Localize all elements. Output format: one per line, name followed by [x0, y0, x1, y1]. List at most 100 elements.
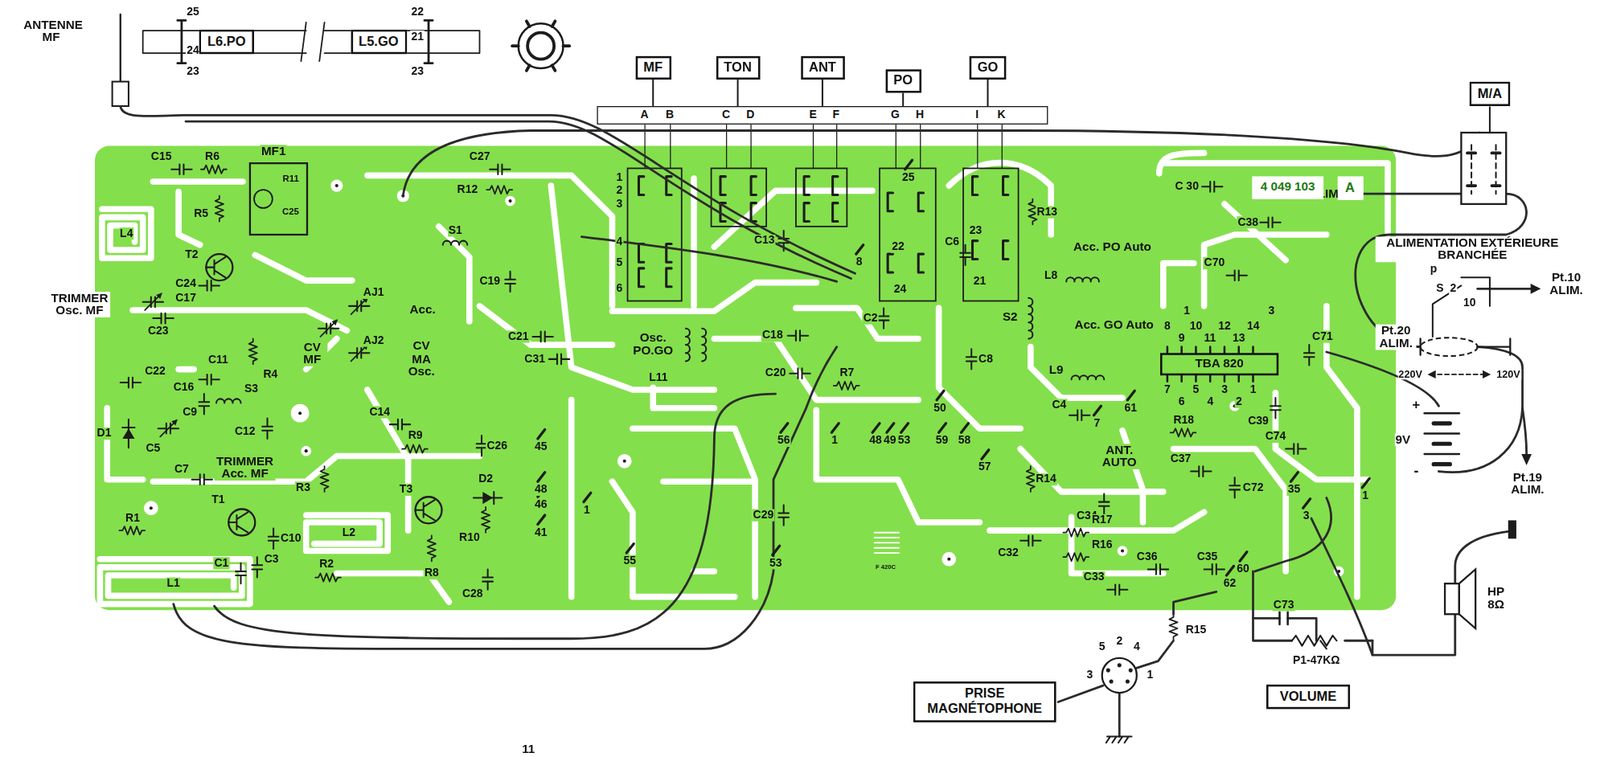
component-label: R4 [262, 368, 279, 381]
component-label: C1 [213, 557, 230, 570]
component-label: ALIMENTATION EXTÉRIEURE BRANCHÉE [1375, 236, 1570, 263]
resistor-symbol [833, 381, 860, 390]
din-pin [1106, 668, 1111, 673]
ic-pin [1166, 347, 1170, 382]
component-label: C38 [1236, 216, 1260, 229]
callout-slash [1290, 472, 1298, 482]
knob-tab [512, 44, 519, 48]
capacitor-symbol [878, 307, 890, 329]
resistor-symbol [1026, 466, 1035, 493]
component-label: 62 [1222, 578, 1237, 591]
capacitor-symbol [1148, 564, 1169, 575]
resistor-symbol [118, 526, 145, 535]
capacitor-symbol [198, 374, 219, 386]
component-label: Pt.19 ALIM. [1507, 471, 1549, 497]
switch-contact [750, 176, 756, 196]
battery-cell [1433, 421, 1450, 426]
copper-trace [1159, 152, 1205, 173]
component-label: 53 [768, 557, 784, 570]
component-label: Osc. PO.GO [630, 331, 676, 357]
component-label: 14 [1246, 320, 1261, 333]
component-label: R5 [192, 208, 210, 221]
callout-slash [831, 423, 839, 433]
component-label: T2 [184, 249, 200, 262]
component-label: 8 [855, 256, 864, 269]
resistor-symbol [249, 338, 258, 365]
maker-logo [874, 533, 899, 554]
box-text: PRISE MAGNÉTOPHONE [921, 686, 1048, 718]
callout-slash [1094, 406, 1102, 415]
resistor-symbol [215, 196, 224, 222]
logo-line [874, 532, 899, 534]
switch-contact [638, 176, 644, 196]
switch-label: M/A [1469, 82, 1511, 107]
logo-line [874, 547, 899, 550]
hookup-wire [214, 393, 776, 640]
capacitor-symbol [489, 164, 510, 175]
capacitor-symbol [1304, 344, 1315, 366]
component-label: CV MA Osc. [406, 340, 437, 379]
box-text: 4 049 103 [1260, 180, 1316, 196]
component-label: T3 [398, 484, 415, 497]
component-label: 5 [1191, 383, 1200, 396]
component-label: C16 [172, 381, 195, 394]
if-transformer-can [250, 163, 308, 235]
supply-plug-pins [1407, 338, 1510, 355]
capacitor-symbol [1099, 493, 1110, 514]
mounting-hole [291, 404, 310, 423]
switch-bar: ABCDEFGHIK [596, 106, 1048, 125]
hookup-wire [1489, 106, 1491, 133]
resistor-symbol [402, 445, 428, 454]
component-label: 9 [1177, 332, 1186, 345]
capacitor-symbol [389, 419, 411, 431]
component-label: 59 [935, 434, 950, 448]
component-label: 220V [1397, 369, 1424, 380]
hookup-wire [1477, 287, 1531, 291]
tuning-knob [518, 23, 564, 69]
pad-dot [623, 459, 627, 464]
capacitor-symbol [1279, 612, 1288, 625]
component-label: AJ2 [362, 334, 386, 347]
component-label: 2 [1448, 283, 1457, 296]
component-label: Pt.10 ALIM. [1546, 270, 1588, 297]
component-label: 3 [615, 197, 624, 210]
component-label: C26 [485, 439, 509, 452]
switch-link-line [821, 78, 824, 107]
battery-cell [1433, 462, 1450, 467]
component-label: C28 [461, 587, 485, 600]
trimmer-arrowhead [171, 419, 178, 427]
component-label: C7 [173, 463, 190, 476]
if-transformer-core [254, 189, 273, 209]
component-label: 1 [1182, 305, 1191, 318]
switch-letter: I [975, 108, 979, 122]
callout-slash [856, 245, 864, 255]
box-text: A [1345, 180, 1355, 196]
knob-tab [552, 20, 556, 27]
copper-trace [254, 254, 353, 281]
callout-slash [1239, 552, 1248, 562]
component-label: C27 [468, 151, 492, 164]
component-label: 23 [185, 65, 201, 78]
component-label: 9V [1394, 433, 1412, 447]
logo-line [874, 537, 899, 539]
component-label: 12 [1217, 320, 1232, 333]
component-label: C2 [861, 311, 878, 325]
callout-slash [772, 545, 780, 555]
component-label: C4 [1050, 398, 1067, 411]
box-text: M/A [1477, 86, 1502, 102]
diode-leads [122, 419, 135, 449]
resistor-symbol [481, 507, 490, 534]
callout-slash [583, 492, 591, 502]
hookup-wire [173, 347, 837, 650]
knob-tab [526, 20, 530, 27]
component-label: 3 [1267, 305, 1276, 318]
components [118, 163, 1314, 640]
component-label: C24 [174, 277, 197, 290]
component-label: R11 [281, 173, 300, 184]
capacitor-symbol [966, 348, 977, 370]
switch-letter: B [665, 108, 674, 122]
box-text: GO [977, 59, 999, 75]
selector-arrow [1430, 373, 1488, 376]
component-label: C33 [1083, 571, 1106, 584]
battery-cell [1424, 453, 1460, 456]
